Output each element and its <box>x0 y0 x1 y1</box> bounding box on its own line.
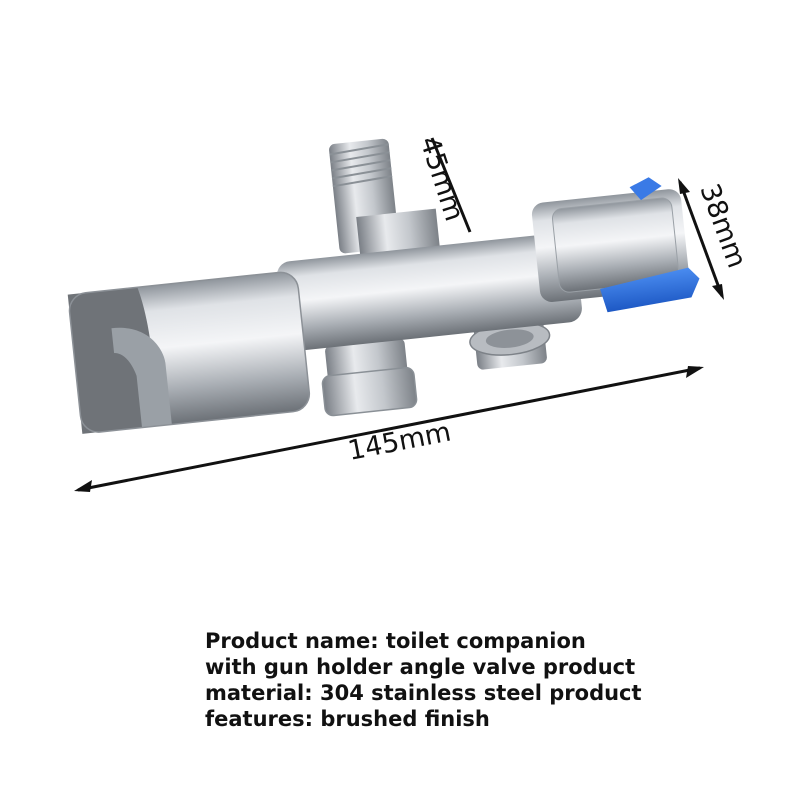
caption-line-4: features: brushed finish <box>205 707 490 731</box>
angle-valve <box>67 138 700 434</box>
length-label: 145mm <box>345 417 453 467</box>
caption-line-2: with gun holder angle valve product <box>205 655 636 679</box>
product-description: Product name: toilet companion with gun … <box>195 622 642 742</box>
main-tube <box>276 232 582 351</box>
gun-holder <box>67 271 311 434</box>
caption-line-1: Product name: toilet companion <box>205 629 586 653</box>
valve-handle <box>600 267 700 313</box>
caption-line-3: material: 304 stainless steel product <box>205 681 642 705</box>
bottom-outlet-left <box>321 338 418 417</box>
diameter-label: 38mm <box>693 180 752 272</box>
valve-cap <box>531 189 690 302</box>
